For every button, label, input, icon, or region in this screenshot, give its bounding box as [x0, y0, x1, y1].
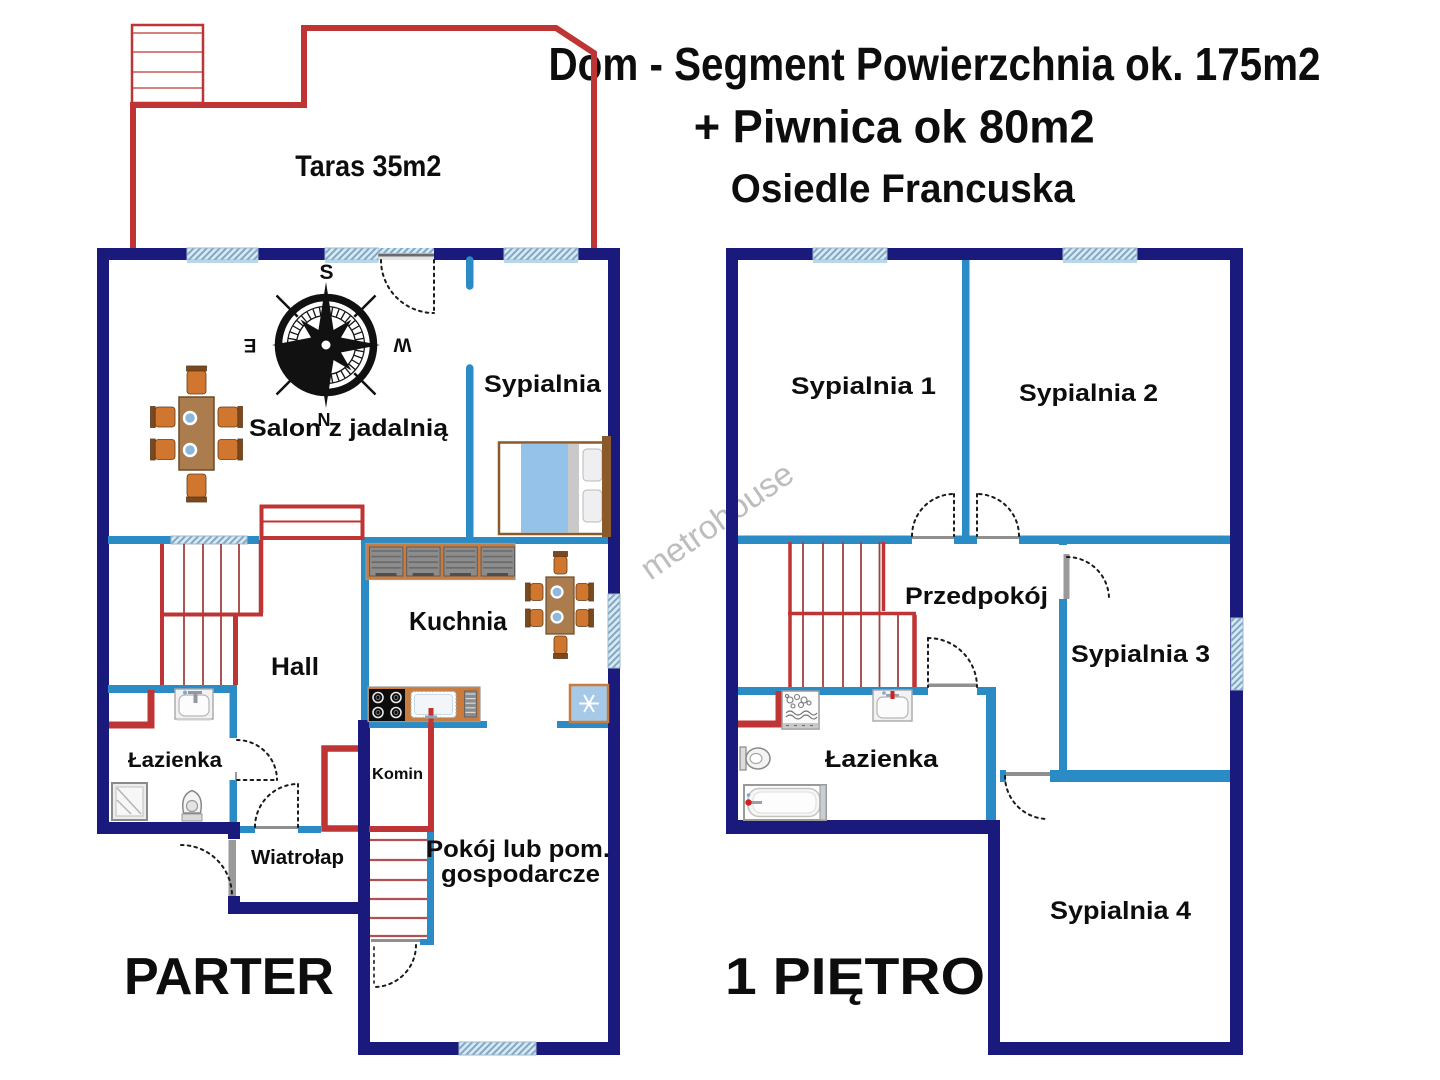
svg-text:Sypialnia 3: Sypialnia 3	[1071, 641, 1210, 668]
svg-text:Pokój lub pom.: Pokój lub pom.	[426, 836, 610, 863]
svg-text:N: N	[318, 410, 331, 430]
svg-text:Łazienka: Łazienka	[825, 746, 939, 773]
svg-text:Sypialnia: Sypialnia	[484, 371, 602, 398]
svg-text:E: E	[244, 334, 257, 355]
svg-text:Salon z jadalnią: Salon z jadalnią	[249, 415, 449, 442]
svg-text:Taras 35m2: Taras 35m2	[295, 150, 441, 183]
svg-text:Osiedle Francuska: Osiedle Francuska	[731, 167, 1076, 211]
svg-text:Łazienka: Łazienka	[128, 749, 222, 772]
svg-text:Wiatrołap: Wiatrołap	[251, 847, 344, 869]
svg-text:Sypialnia 1: Sypialnia 1	[791, 373, 936, 400]
svg-text:Komin: Komin	[372, 766, 423, 783]
svg-text:Sypialnia 4: Sypialnia 4	[1050, 897, 1191, 925]
svg-text:Kuchnia: Kuchnia	[409, 606, 508, 636]
svg-text:+ Piwnica ok 80m2: + Piwnica ok 80m2	[694, 101, 1095, 153]
svg-text:W: W	[393, 334, 411, 355]
svg-text:Przedpokój: Przedpokój	[905, 583, 1048, 610]
svg-text:Hall: Hall	[271, 653, 319, 681]
svg-text:Dom - Segment Powierzchnia ok.: Dom - Segment Powierzchnia ok. 175m2	[549, 38, 1321, 90]
svg-text:gospodarcze: gospodarcze	[441, 861, 600, 888]
svg-text:Sypialnia 2: Sypialnia 2	[1019, 380, 1158, 407]
svg-text:PARTER: PARTER	[124, 948, 334, 1006]
svg-text:S: S	[319, 261, 333, 284]
svg-text:1 PIĘTRO: 1 PIĘTRO	[725, 948, 985, 1006]
